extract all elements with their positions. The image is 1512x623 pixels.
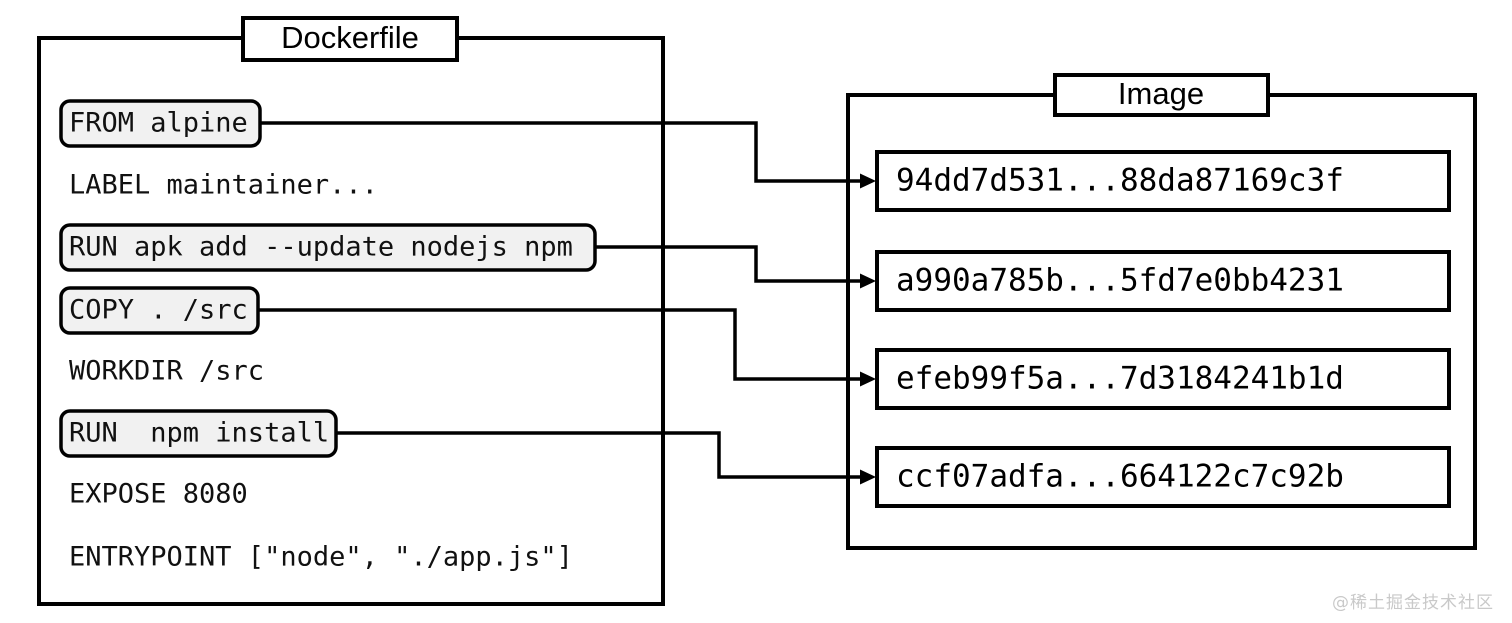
layer-box <box>875 150 1451 212</box>
dockerfile-panel-border <box>37 36 665 606</box>
arrow-head-layer-4 <box>860 469 876 485</box>
image-layer-4[interactable]: ccf07adfa...664122c7c92b <box>875 446 1451 508</box>
watermark-label: @稀土掘金技术社区 <box>1332 593 1494 613</box>
instruction-run-apk-add[interactable]: RUN apk add --update nodejs npm <box>59 223 597 272</box>
connector-run-apk-add <box>595 245 867 283</box>
layer-box <box>875 446 1451 508</box>
image-title-label: Image <box>1118 76 1204 111</box>
connector-run-npm-install <box>336 431 867 479</box>
arrow-head-layer-2 <box>860 273 876 289</box>
instruction-label: RUN npm install <box>69 418 329 449</box>
instruction-chip <box>59 99 262 148</box>
image-layer-1[interactable]: 94dd7d531...88da87169c3f <box>875 150 1451 212</box>
instruction-label: WORKDIR /src <box>69 356 264 387</box>
instruction-workdir-src: WORKDIR /src <box>69 356 264 387</box>
connector-from-alpine <box>260 121 867 183</box>
instruction-run-npm-install[interactable]: RUN npm install <box>59 409 338 458</box>
dockerfile-title-label: Dockerfile <box>281 20 419 55</box>
layer-id-label: 94dd7d531...88da87169c3f <box>896 163 1344 199</box>
dockerfile-title-chip <box>241 16 459 62</box>
layer-box <box>875 348 1451 410</box>
instruction-chip <box>59 409 338 458</box>
layer-id-label: a990a785b...5fd7e0bb4231 <box>896 263 1344 299</box>
instruction-chip <box>59 223 597 272</box>
instruction-label: EXPOSE 8080 <box>69 479 248 510</box>
image-panel-border <box>846 93 1477 550</box>
instruction-label: LABEL maintainer... <box>69 170 378 201</box>
image-layer-2[interactable]: a990a785b...5fd7e0bb4231 <box>875 250 1451 312</box>
instruction-copy-src[interactable]: COPY . /src <box>59 286 260 335</box>
instruction-entrypoint: ENTRYPOINT ["node", "./app.js"] <box>69 542 573 573</box>
instruction-from-alpine[interactable]: FROM alpine <box>59 99 262 148</box>
instruction-label: COPY . /src <box>69 295 248 326</box>
instruction-label: FROM alpine <box>69 108 248 139</box>
layer-id-label: efeb99f5a...7d3184241b1d <box>896 361 1344 397</box>
image-layer-3[interactable]: efeb99f5a...7d3184241b1d <box>875 348 1451 410</box>
layer-box <box>875 250 1451 312</box>
connector-copy-src <box>258 308 867 381</box>
arrow-head-layer-3 <box>860 371 876 387</box>
instruction-expose-8080: EXPOSE 8080 <box>69 479 248 510</box>
arrow-head-layer-1 <box>860 173 876 189</box>
image-title-chip <box>1053 73 1270 117</box>
instruction-chip <box>59 286 260 335</box>
instruction-label: RUN apk add --update nodejs npm <box>69 232 573 263</box>
layer-id-label: ccf07adfa...664122c7c92b <box>896 459 1344 495</box>
instruction-label: ENTRYPOINT ["node", "./app.js"] <box>69 542 573 573</box>
instruction-label-maintainer: LABEL maintainer... <box>69 170 378 201</box>
